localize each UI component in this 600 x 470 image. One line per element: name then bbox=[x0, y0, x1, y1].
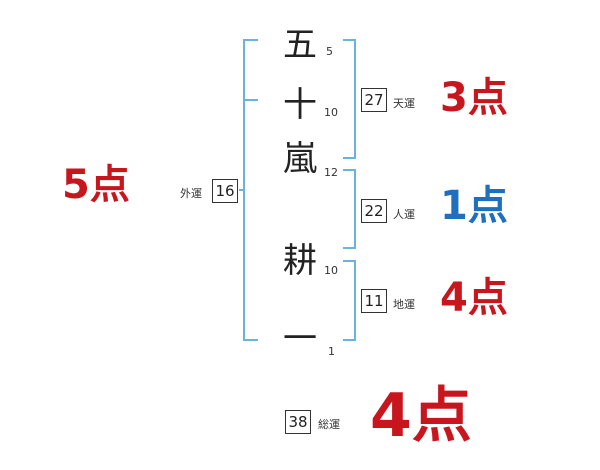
name-char-3: 嵐 bbox=[283, 139, 317, 179]
chi-luck-value: 11 bbox=[361, 289, 387, 313]
chi-bracket bbox=[343, 260, 356, 341]
ten-luck-value: 27 bbox=[361, 88, 387, 112]
name-char-1: 五 bbox=[283, 25, 317, 65]
stroke-count-3: 12 bbox=[324, 166, 338, 179]
stroke-count-5: 1 bbox=[328, 345, 335, 358]
ten-luck-label: 天運 bbox=[393, 97, 415, 110]
gai-luck-points: 5点 bbox=[62, 162, 130, 208]
jin-luck-value: 22 bbox=[361, 199, 387, 223]
sou-luck-label: 総運 bbox=[318, 418, 340, 431]
jin-luck-label: 人運 bbox=[393, 208, 415, 221]
gai-luck-value: 16 bbox=[212, 179, 238, 203]
ten-luck-points: 3点 bbox=[440, 75, 508, 121]
outer-bracket bbox=[243, 39, 258, 341]
sou-luck-value: 38 bbox=[285, 410, 311, 434]
name-char-4: 耕 bbox=[283, 241, 317, 281]
name-char-2: 十 bbox=[283, 85, 317, 125]
gai-luck-label: 外運 bbox=[180, 187, 202, 200]
jin-luck-points: 1点 bbox=[440, 183, 508, 229]
jin-bracket bbox=[343, 169, 356, 249]
chi-luck-points: 4点 bbox=[440, 275, 508, 321]
stroke-count-2: 10 bbox=[324, 106, 338, 119]
stroke-count-1: 5 bbox=[326, 45, 333, 58]
name-char-5: 一 bbox=[283, 319, 317, 359]
ten-bracket bbox=[343, 39, 356, 159]
chi-luck-label: 地運 bbox=[393, 298, 415, 311]
sou-luck-points: 4点 bbox=[370, 381, 472, 451]
stroke-count-4: 10 bbox=[324, 264, 338, 277]
